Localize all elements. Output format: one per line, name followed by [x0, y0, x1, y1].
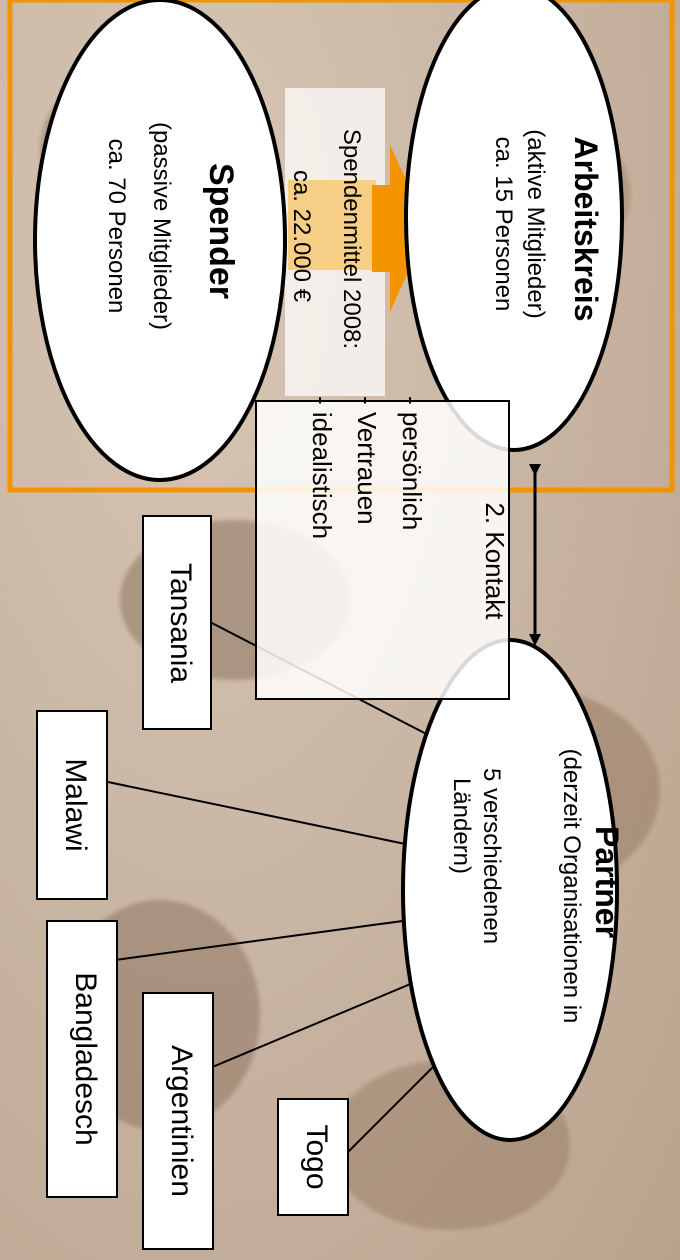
partner-sub3: Ländern) — [448, 777, 475, 875]
country-box-togo — [277, 1098, 349, 1216]
spender-title: Spender — [202, 162, 240, 300]
spenden-line2: ca. 22.000 € — [288, 169, 315, 303]
spenden-line1: Spendenmittel 2008: — [338, 128, 365, 350]
spender-count: ca. 70 Personen — [103, 138, 130, 314]
spenden-highlight — [288, 180, 376, 270]
country-malawi: Malawi — [59, 758, 92, 852]
partner-sub2: 5 verschiedenen — [478, 767, 505, 945]
arbeitskreis-title: Arbeitskreis — [568, 136, 604, 322]
kontakt-item-3: - idealistisch — [307, 396, 337, 540]
kontakt-item-1: - persönlich — [397, 396, 427, 531]
country-box-bangladesch — [46, 920, 118, 1198]
country-box-malawi — [36, 710, 108, 900]
country-box-argentinien — [142, 992, 214, 1250]
partner-title: Partner — [589, 825, 625, 939]
partner-sub1: (derzeit Organisationen in — [558, 748, 585, 1024]
link-bangladesch — [114, 919, 411, 961]
kontakt-box — [255, 400, 510, 700]
country-argentinien: Argentinien — [165, 1045, 198, 1197]
ellipse-partner — [401, 638, 619, 1142]
country-box-tansania — [142, 515, 212, 730]
country-tansania: Tansania — [164, 562, 197, 684]
link-argentinien — [209, 979, 421, 1069]
donation-arrow — [372, 145, 428, 312]
ellipse-spender — [33, 0, 287, 482]
country-togo: Togo — [300, 1124, 333, 1190]
arbeitskreis-sub: (aktive Mitglieder) — [522, 129, 549, 319]
kontakt-title: 2. Kontakt — [480, 502, 510, 620]
country-bangladesch: Bangladesch — [69, 972, 102, 1146]
arbeitskreis-count: ca. 15 Personen — [490, 136, 517, 312]
ellipse-arbeitskreis — [404, 0, 624, 452]
link-malawi — [107, 781, 411, 846]
kontakt-item-2: - Vertrauen — [352, 396, 382, 525]
spender-sub: (passive Mitglieder) — [148, 121, 175, 331]
